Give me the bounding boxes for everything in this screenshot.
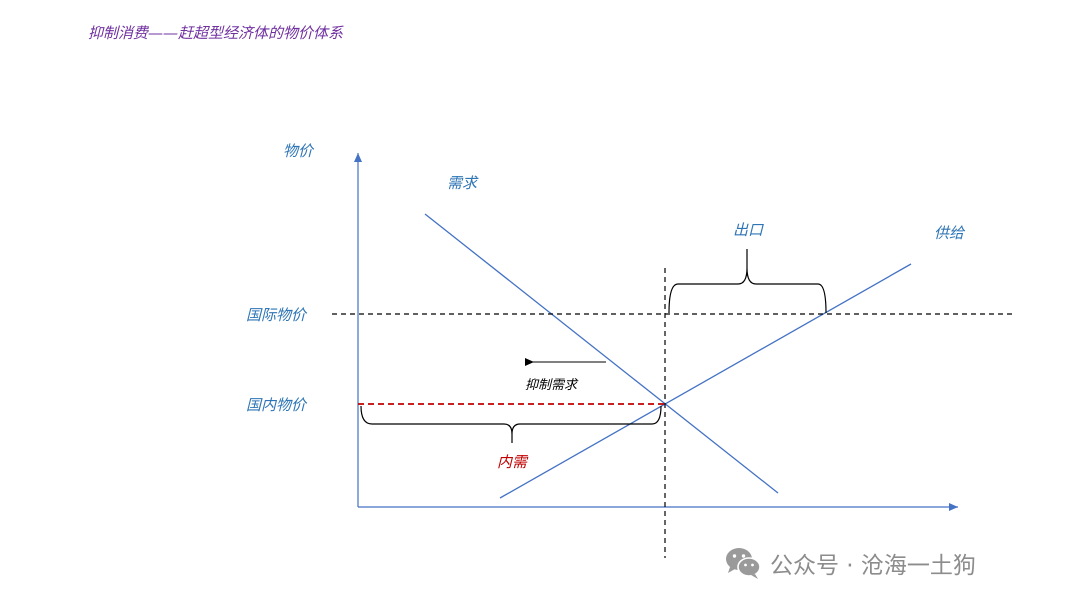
watermark: 公众号 · 沧海一土狗	[724, 545, 976, 581]
domestic-demand-label: 内需	[497, 453, 529, 471]
page-title: 抑制消费——赶超型经济体的物价体系	[88, 24, 344, 42]
supply-curve	[499, 263, 912, 499]
domestic-price-label: 国内物价	[246, 396, 308, 414]
wechat-icon	[724, 546, 762, 580]
supply-label: 供给	[934, 224, 966, 242]
demand-curve	[424, 213, 779, 494]
export-brace	[668, 249, 827, 314]
domestic-demand-brace	[360, 405, 662, 443]
suppress-demand-label: 抑制需求	[525, 378, 579, 393]
export-label: 出口	[733, 221, 764, 239]
intl-price-label: 国际物价	[246, 306, 308, 324]
demand-label: 需求	[447, 174, 479, 192]
y-axis-label: 物价	[283, 142, 315, 160]
watermark-text: 公众号 · 沧海一土狗	[770, 553, 976, 579]
